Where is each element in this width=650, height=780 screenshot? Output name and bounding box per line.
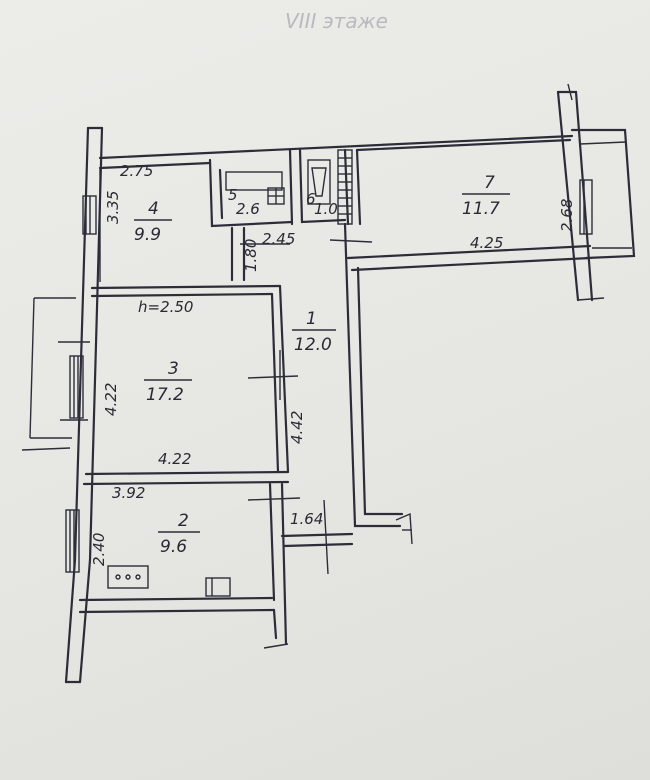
dim-room7-width: 4.25	[470, 234, 503, 252]
window-left-middle	[69, 355, 84, 419]
stove-icon	[107, 565, 149, 589]
dim-room7-height: 2.68	[558, 199, 576, 232]
svg-text:11.7: 11.7	[462, 199, 500, 219]
svg-text:5: 5	[228, 186, 238, 204]
bathtub-icon	[225, 171, 283, 191]
outer-left-wall	[64, 126, 104, 684]
svg-text:2.6: 2.6	[236, 200, 260, 218]
room2-walls	[78, 482, 354, 649]
svg-text:9.6: 9.6	[160, 537, 187, 557]
dim-corridor-width: 1.64	[290, 510, 323, 528]
dim-room3-width: 4.22	[158, 450, 191, 468]
svg-text:2: 2	[178, 511, 189, 531]
toilet-icon	[307, 159, 331, 205]
svg-text:4: 4	[148, 199, 159, 219]
svg-text:12.0: 12.0	[294, 335, 332, 355]
dim-room1-height: 4.42	[288, 411, 306, 444]
room3-walls	[82, 284, 299, 486]
central-corridor-walls	[343, 222, 413, 545]
dim-left-top-height: 3.35	[104, 191, 122, 224]
room-label-4: 4 9.9	[134, 199, 172, 245]
dim-ceiling-height: h=2.50	[138, 298, 193, 316]
dim-corridor-small: 1.80	[242, 239, 260, 272]
room-label-1: 1 12.0	[292, 309, 336, 355]
dim-top-left-width: 2.75	[120, 162, 153, 180]
window-right	[579, 179, 593, 235]
svg-text:17.2: 17.2	[146, 385, 184, 405]
kitchen-sink-icon	[205, 577, 231, 597]
corridor-partitions	[230, 226, 373, 282]
outer-right-wall	[556, 83, 636, 302]
dim-room2-width: 3.92	[112, 484, 145, 502]
room-label-3: 3 17.2	[144, 359, 192, 405]
room7-bottom-wall	[346, 244, 592, 272]
window-left-top	[82, 195, 97, 235]
svg-text:1: 1	[306, 309, 317, 329]
svg-text:6: 6	[306, 190, 316, 208]
room-label-6: 6 1.0	[306, 190, 338, 218]
svg-text:1.0: 1.0	[314, 200, 338, 218]
floor-header: VIII этаже	[285, 9, 388, 33]
room-label-2: 2 9.6	[158, 511, 200, 557]
room-label-7: 7 11.7	[462, 173, 510, 219]
svg-text:7: 7	[484, 173, 495, 193]
outer-top-wall	[98, 134, 574, 170]
dim-room3-height: 4.22	[102, 383, 120, 416]
dim-wc-width: 2.45	[262, 230, 295, 248]
svg-text:3: 3	[168, 359, 179, 379]
svg-text:9.9: 9.9	[134, 225, 161, 245]
room-label-5: 5 2.6	[228, 186, 260, 218]
window-left-bottom	[65, 509, 80, 573]
bathroom-block	[208, 148, 362, 228]
balcony-left	[21, 297, 90, 451]
dim-room2-height: 2.40	[90, 533, 108, 566]
